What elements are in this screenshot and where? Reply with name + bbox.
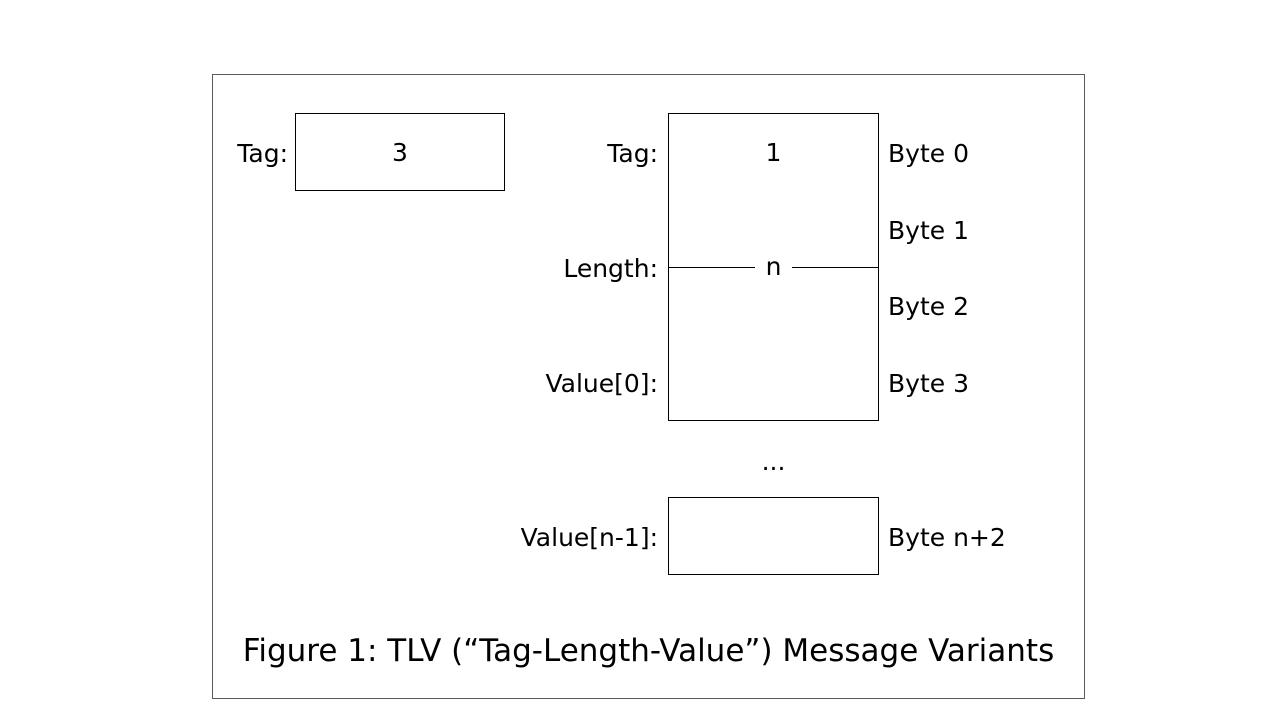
byte-3-label: Byte 3 [888, 369, 969, 398]
figure-caption: Figure 1: TLV (“Tag-Length-Value”) Messa… [242, 633, 1055, 669]
right-tag-value: 1 [765, 138, 782, 167]
value-last-box [668, 497, 879, 575]
right-tag-box: 1 [668, 113, 879, 191]
length-value: n [765, 252, 782, 281]
left-tag-box: 3 [295, 113, 505, 191]
byte-0-label: Byte 0 [888, 139, 969, 168]
ellipsis: ... [761, 447, 786, 476]
byte-n-plus-2-label: Byte n+2 [888, 523, 1006, 552]
left-tag-value: 3 [392, 138, 408, 167]
left-tag-label: Tag: [237, 139, 288, 168]
byte-1-label: Byte 1 [888, 216, 969, 245]
byte-2-label: Byte 2 [888, 292, 969, 321]
value0-label: Value[0]: [545, 369, 659, 398]
value0-box [668, 343, 879, 421]
figure-frame [212, 74, 1085, 699]
right-tag-label: Tag: [607, 139, 658, 168]
length-divider-left [668, 267, 755, 268]
value-last-label: Value[n-1]: [520, 523, 658, 552]
length-divider-right [792, 267, 879, 268]
length-label: Length: [563, 254, 658, 283]
